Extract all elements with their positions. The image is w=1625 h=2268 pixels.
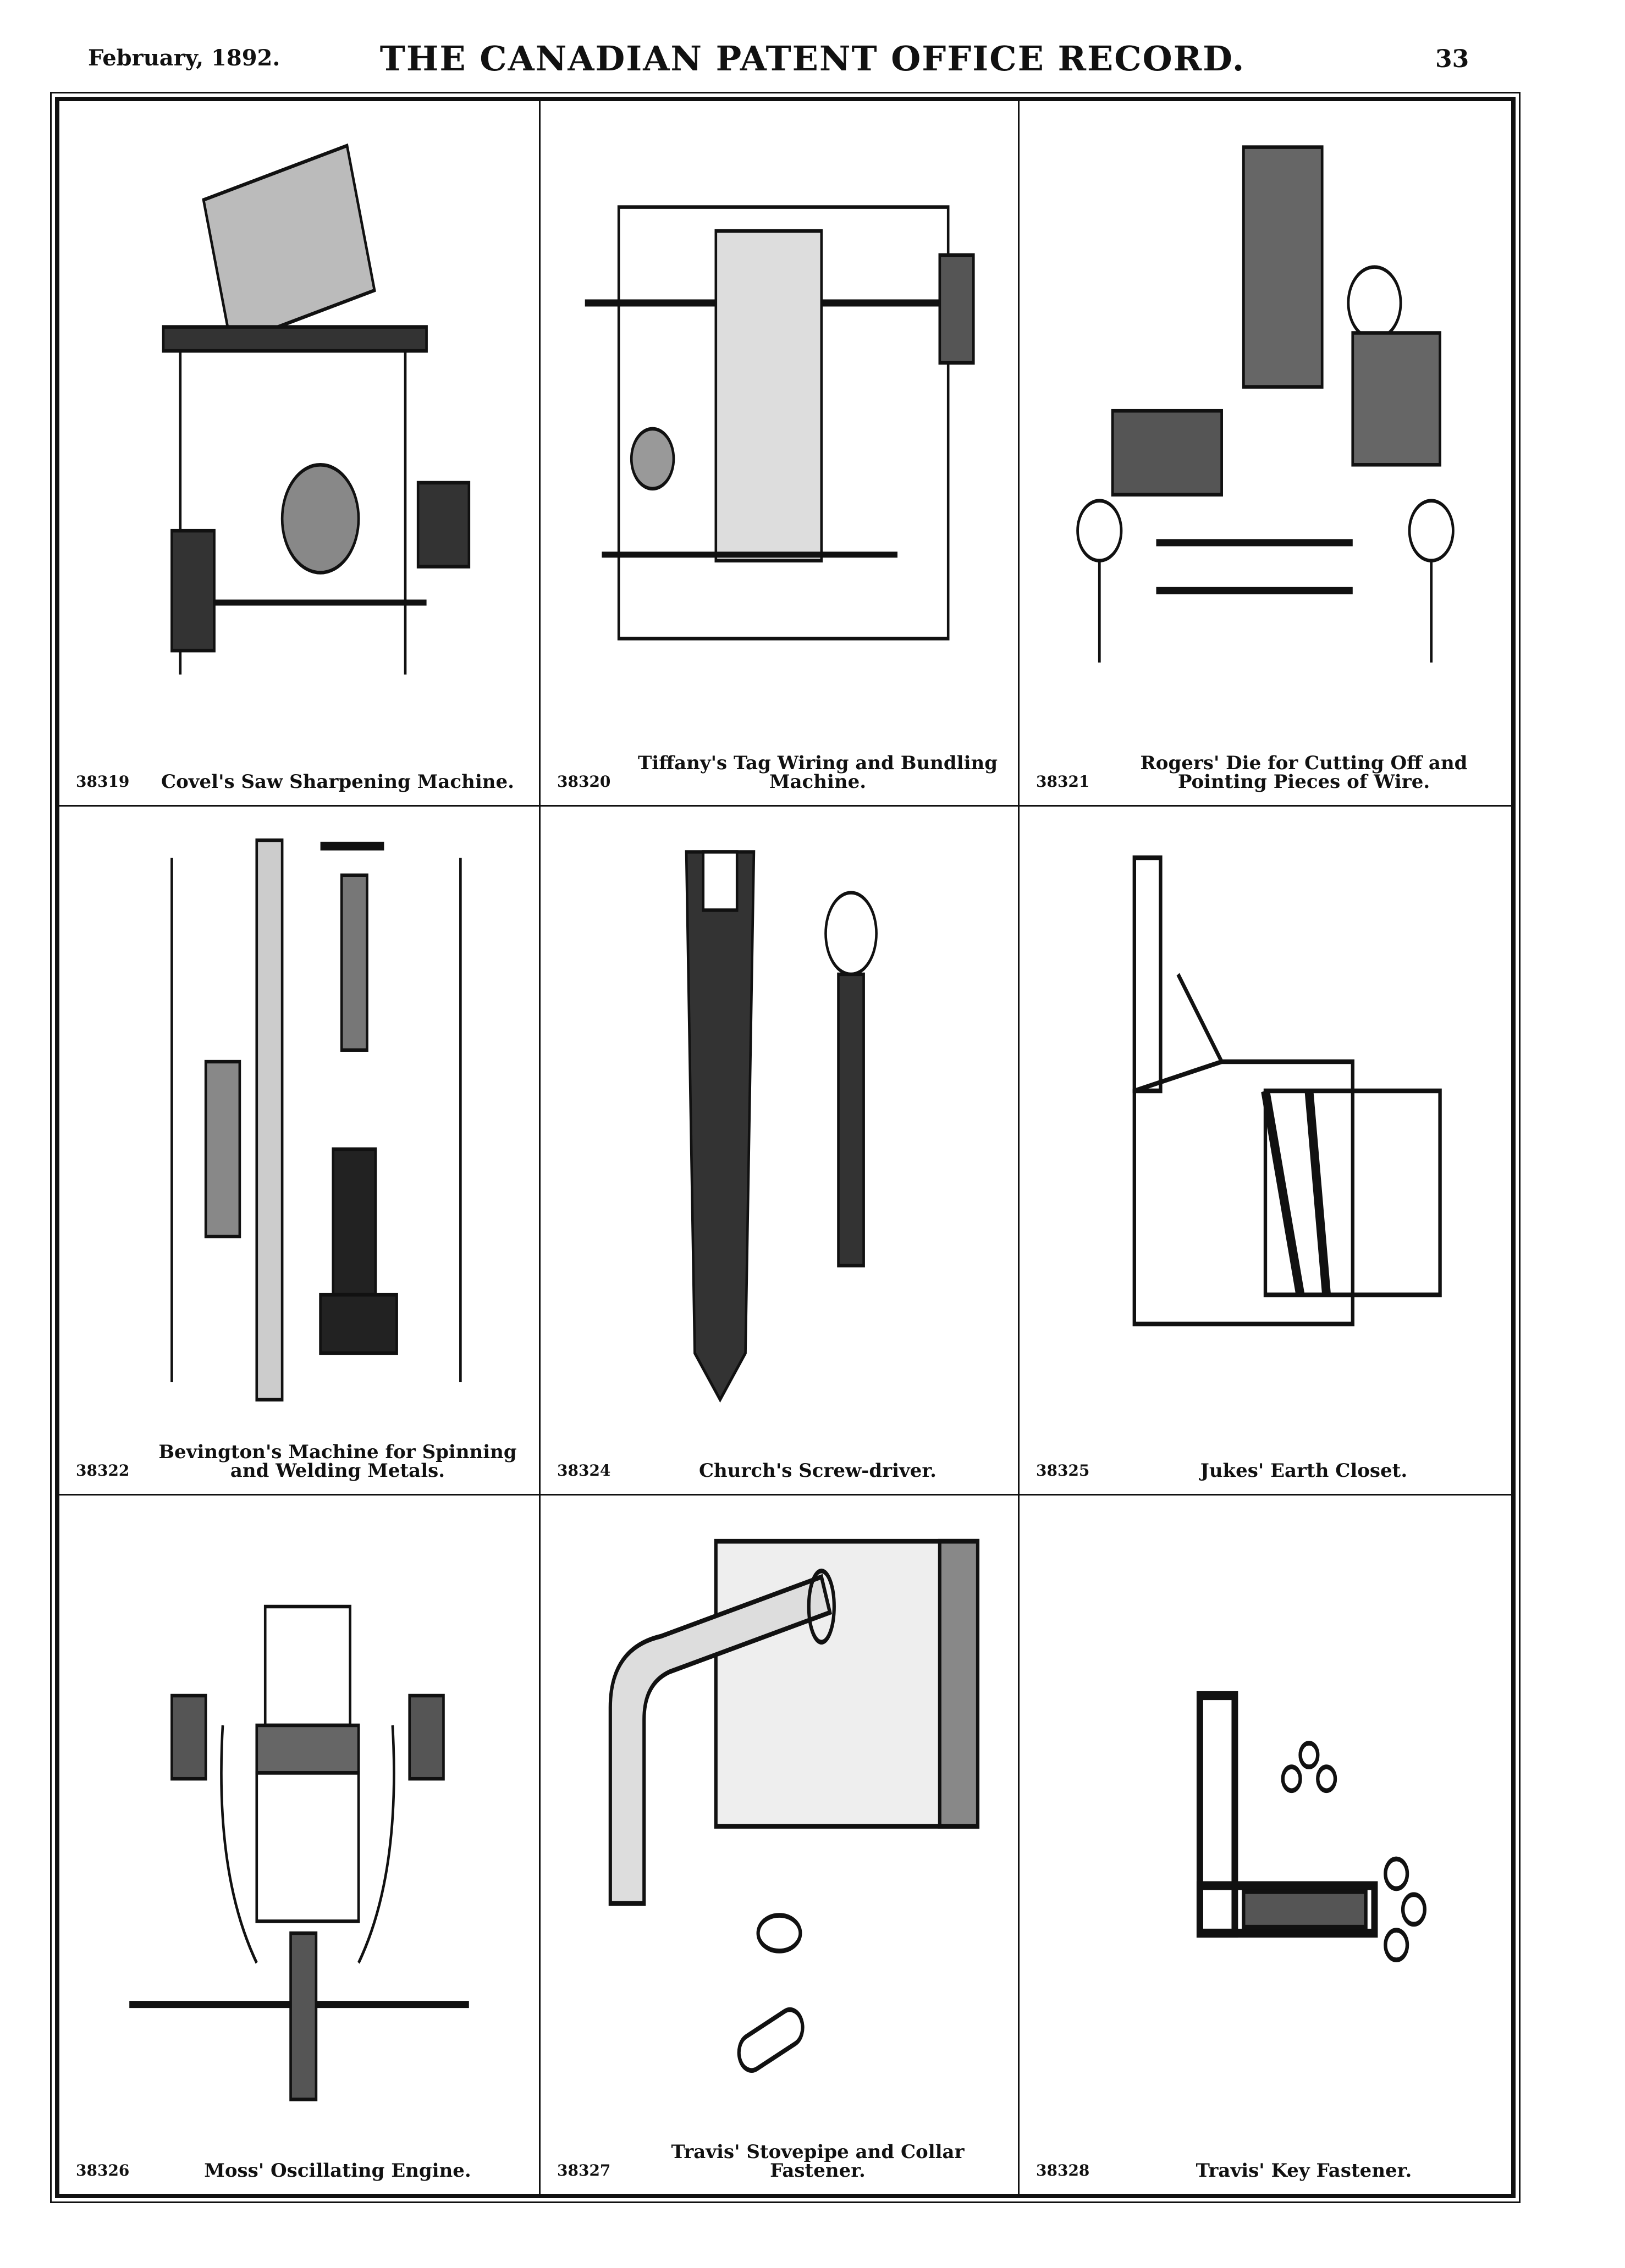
patent-title: Travis' Stovepipe and Collar Fastener. [671,2141,965,2182]
patent-drawing-key-fastener [1047,1517,1484,2111]
patent-drawing-oscillating-engine [87,1517,511,2111]
patent-number: 38324 [557,1461,611,1480]
patent-cell: 38322 Bevington's Machine for Spinning an… [59,807,541,1496]
patent-title: Moss' Oscillating Engine. [204,2160,471,2182]
patent-title: Covel's Saw Sharpening Machine. [161,771,514,793]
patent-drawing-saw-sharpener [87,123,511,722]
patent-number: 38328 [1036,2161,1090,2179]
patent-drawing-wire-die [1047,123,1484,722]
patent-title: Tiffany's Tag Wiring and Bundling Machin… [637,752,998,793]
patent-cell: 38326 Moss' Oscillating Engine. [59,1496,541,2194]
patent-number: 38325 [1036,1461,1090,1480]
patent-drawing-earth-closet [1047,829,1484,1411]
header-date: February, 1892. [88,45,280,71]
patent-grid-frame: 38319 Covel's Saw Sharpening Machine. 383… [50,92,1521,2203]
patent-cell: 38320 Tiffany's Tag Wiring and Bundling M… [541,101,1020,807]
patent-number: 38320 [557,772,611,791]
patent-drawing-screwdriver [568,829,990,1411]
patent-title: Rogers' Die for Cutting Off and Pointing… [1140,752,1468,793]
patent-number: 38327 [557,2161,611,2179]
patent-drawing-stovepipe-fastener [568,1517,990,2111]
patent-number: 38321 [1036,772,1090,791]
patent-cell: 38321 Rogers' Die for Cutting Off and Poi… [1020,101,1511,807]
patent-title: Jukes' Earth Closet. [1200,1460,1408,1482]
patent-drawing-tag-wiring [568,123,990,722]
patent-title: Travis' Key Fastener. [1196,2160,1412,2182]
patent-cell: 38325 Jukes' Earth Closet. [1020,807,1511,1496]
patent-title: Bevington's Machine for Spinning and Wel… [158,1441,517,1482]
page-title: THE CANADIAN PATENT OFFICE RECORD. [379,38,1246,79]
patent-number: 38326 [76,2161,130,2179]
patent-cell: 38319 Covel's Saw Sharpening Machine. [59,101,541,807]
patent-cell: 38324 Church's Screw-driver. [541,807,1020,1496]
patent-title: Church's Screw-driver. [698,1460,937,1482]
patent-cell: 38328 Travis' Key Fastener. [1020,1496,1511,2194]
patent-number: 38319 [76,772,130,791]
page-number: 33 [1435,45,1469,73]
patent-cell: 38327 Travis' Stovepipe and Collar Fasten… [541,1496,1020,2194]
patent-number: 38322 [76,1461,130,1480]
patent-drawing-spinning-machine [87,829,511,1411]
